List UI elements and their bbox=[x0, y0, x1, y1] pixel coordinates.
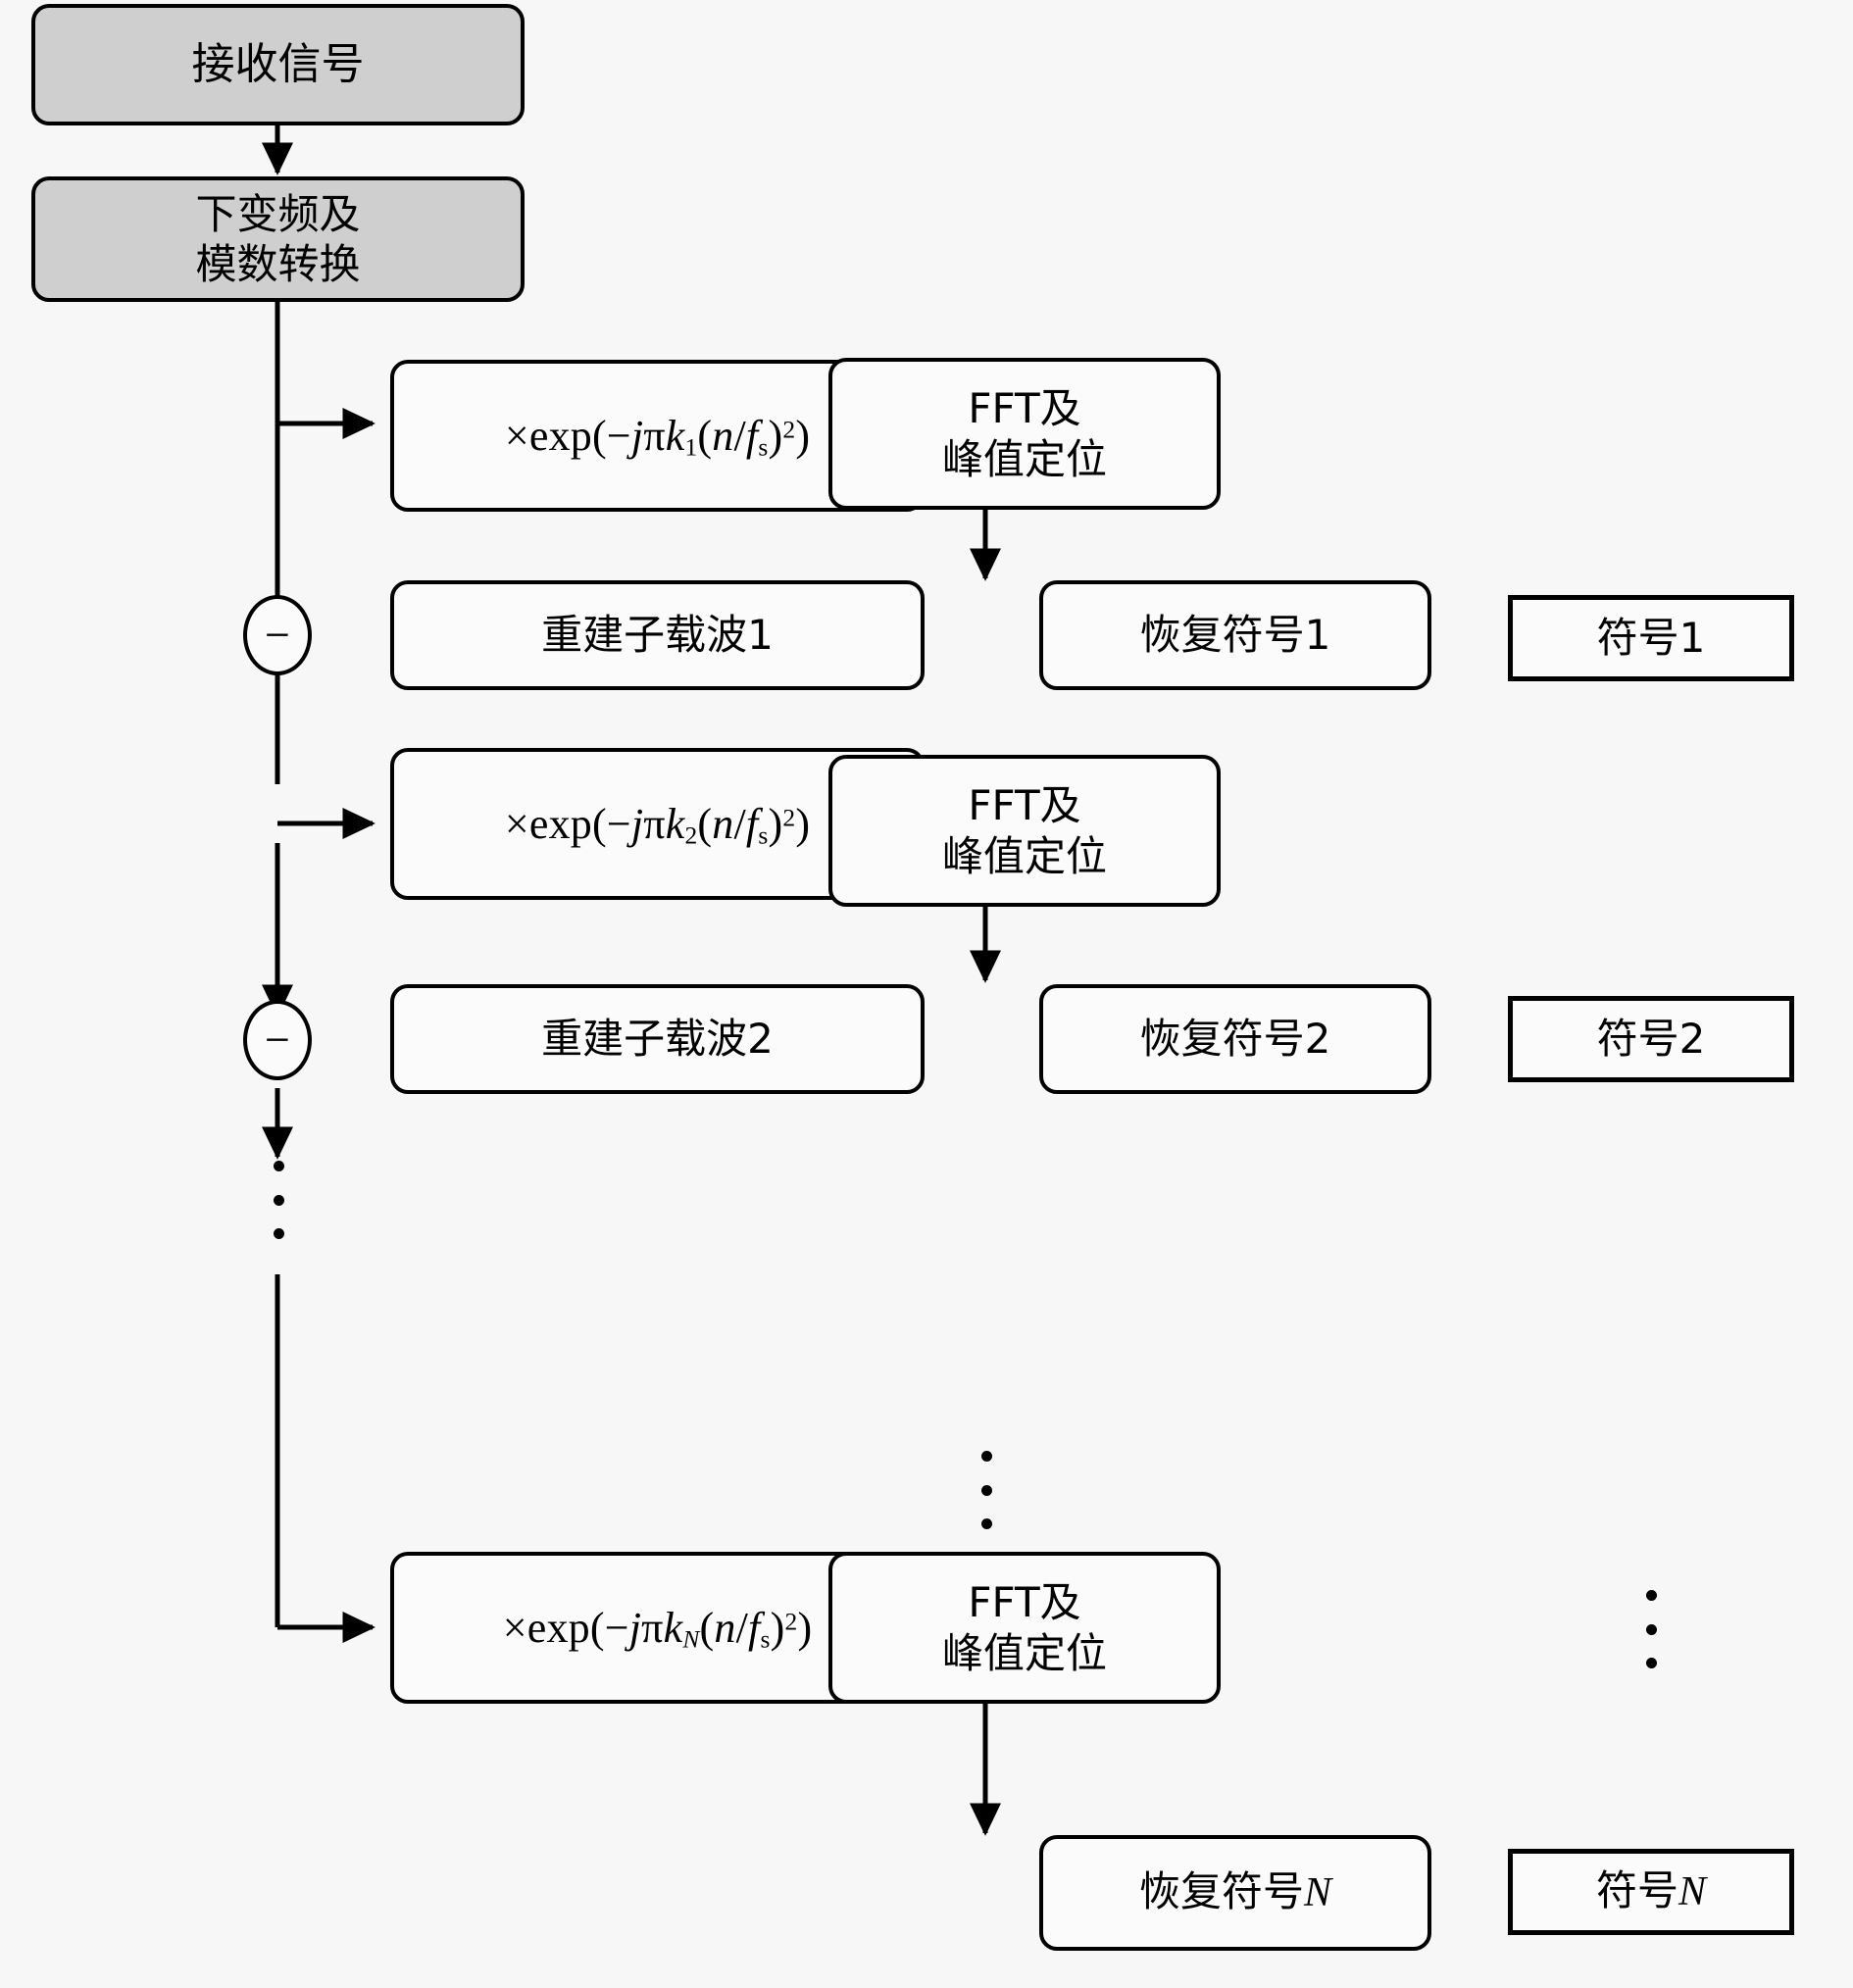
ellipsis-dot bbox=[980, 1451, 992, 1462]
node-recover-symbol-1-label: 恢复符号1 bbox=[1139, 611, 1331, 660]
node-rebuild-subcarrier-1-label: 重建子载波1 bbox=[541, 611, 774, 660]
node-symbol-out-1-label: 符号1 bbox=[1596, 614, 1706, 663]
vertical-ellipsis-left bbox=[273, 1161, 284, 1239]
node-rebuild-subcarrier-2-label: 重建子载波2 bbox=[541, 1015, 774, 1064]
node-dechirp-N-label: ×exp(−jπkN(n/fs)2) bbox=[502, 1603, 813, 1654]
node-fft-peak-1[interactable]: FFT及 峰值定位 bbox=[828, 358, 1221, 510]
minus-sign-2: − bbox=[265, 1015, 290, 1065]
ellipsis-dot bbox=[980, 1518, 992, 1529]
node-recover-symbol-2-label: 恢复符号2 bbox=[1139, 1015, 1331, 1064]
ellipsis-dot bbox=[273, 1194, 284, 1206]
node-fft-peak-2[interactable]: FFT及 峰值定位 bbox=[828, 755, 1221, 907]
ellipsis-dot bbox=[273, 1228, 284, 1239]
ellipsis-dot bbox=[980, 1484, 992, 1496]
ellipsis-dot bbox=[1645, 1658, 1657, 1668]
node-symbol-out-2[interactable]: 符号2 bbox=[1508, 996, 1794, 1082]
ellipsis-dot bbox=[1645, 1623, 1657, 1635]
ellipsis-dot bbox=[273, 1161, 284, 1171]
node-symbol-out-N-label: 符号N bbox=[1595, 1866, 1707, 1915]
node-fft-peak-N-label: FFT及 峰值定位 bbox=[941, 1578, 1107, 1677]
node-rebuild-subcarrier-2[interactable]: 重建子载波2 bbox=[390, 984, 925, 1094]
node-fft-peak-N[interactable]: FFT及 峰值定位 bbox=[828, 1552, 1221, 1704]
node-symbol-out-1[interactable]: 符号1 bbox=[1508, 595, 1794, 681]
node-fft-peak-1-label: FFT及 峰值定位 bbox=[941, 384, 1107, 483]
node-recover-symbol-N[interactable]: 恢复符号N bbox=[1039, 1835, 1431, 1951]
node-symbol-out-N[interactable]: 符号N bbox=[1508, 1849, 1794, 1935]
node-recover-symbol-1[interactable]: 恢复符号1 bbox=[1039, 580, 1431, 690]
node-received-signal[interactable]: 接收信号 bbox=[31, 4, 525, 125]
node-dechirp-2-label: ×exp(−jπk2(n/fs)2) bbox=[504, 799, 811, 850]
node-received-signal-label: 接收信号 bbox=[191, 39, 365, 90]
vertical-ellipsis-right bbox=[1645, 1590, 1657, 1668]
vertical-ellipsis-middle bbox=[980, 1451, 992, 1529]
sum-node-1[interactable]: − bbox=[243, 595, 312, 675]
node-recover-symbol-N-label: 恢复符号N bbox=[1138, 1867, 1332, 1916]
minus-sign-1: − bbox=[265, 610, 290, 660]
node-rebuild-subcarrier-1[interactable]: 重建子载波1 bbox=[390, 580, 925, 690]
node-downconvert-adc-label: 下变频及 模数转换 bbox=[195, 189, 361, 288]
node-downconvert-adc[interactable]: 下变频及 模数转换 bbox=[31, 176, 525, 302]
ellipsis-dot bbox=[1645, 1590, 1657, 1601]
node-symbol-out-2-label: 符号2 bbox=[1596, 1015, 1706, 1064]
node-dechirp-1-label: ×exp(−jπk1(n/fs)2) bbox=[504, 411, 811, 462]
node-fft-peak-2-label: FFT及 峰值定位 bbox=[941, 781, 1107, 880]
sum-node-2[interactable]: − bbox=[243, 1000, 312, 1080]
node-recover-symbol-2[interactable]: 恢复符号2 bbox=[1039, 984, 1431, 1094]
